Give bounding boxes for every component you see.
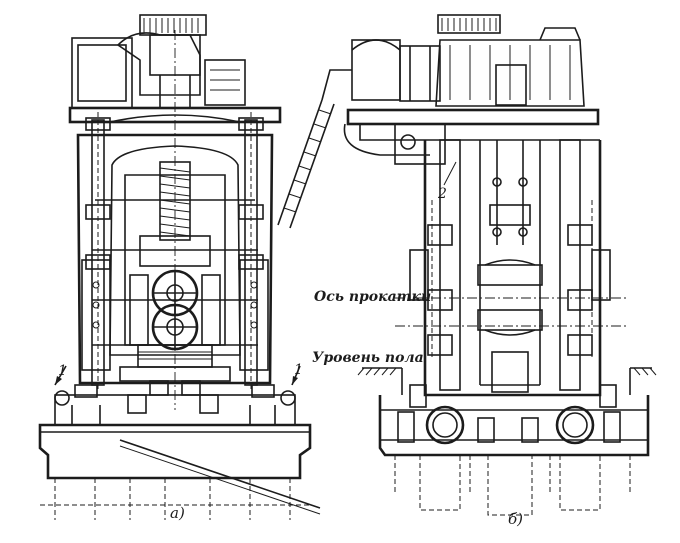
callout-1-right-label: 1 bbox=[294, 362, 303, 378]
callout-1-right bbox=[291, 365, 301, 386]
callout-2-leader bbox=[443, 161, 457, 186]
callout-2-label: 2 bbox=[437, 186, 447, 202]
screwdown-screw-left bbox=[139, 30, 211, 410]
view-b-caption: б) bbox=[508, 510, 523, 528]
foundation-right bbox=[378, 395, 650, 516]
roll-axis-marker bbox=[395, 297, 628, 327]
top-drive-left bbox=[68, 14, 282, 124]
roll-axis-label: Ось прокатки bbox=[314, 289, 431, 305]
bottom-chocks-left bbox=[119, 344, 231, 396]
sole-plate-left bbox=[54, 384, 296, 426]
callout-1-left bbox=[54, 365, 67, 386]
rolls-left bbox=[129, 269, 221, 351]
view-a-caption: а) bbox=[170, 504, 185, 522]
center-rods-right bbox=[489, 140, 531, 245]
view-b-side-elevation bbox=[277, 14, 657, 516]
housing-right bbox=[409, 139, 611, 397]
floor-level-label: Уровень пола bbox=[312, 350, 424, 366]
ladder-right bbox=[277, 69, 352, 229]
callout-1-left-label: 1 bbox=[58, 363, 67, 379]
top-platform-right bbox=[343, 108, 600, 165]
anchor-pipes-right bbox=[397, 384, 621, 445]
foundation-left bbox=[38, 423, 321, 520]
top-motors-right bbox=[351, 14, 585, 107]
view-a-front-elevation bbox=[38, 14, 321, 520]
floor-level-line bbox=[357, 367, 657, 395]
tie-rods-left bbox=[85, 112, 264, 392]
